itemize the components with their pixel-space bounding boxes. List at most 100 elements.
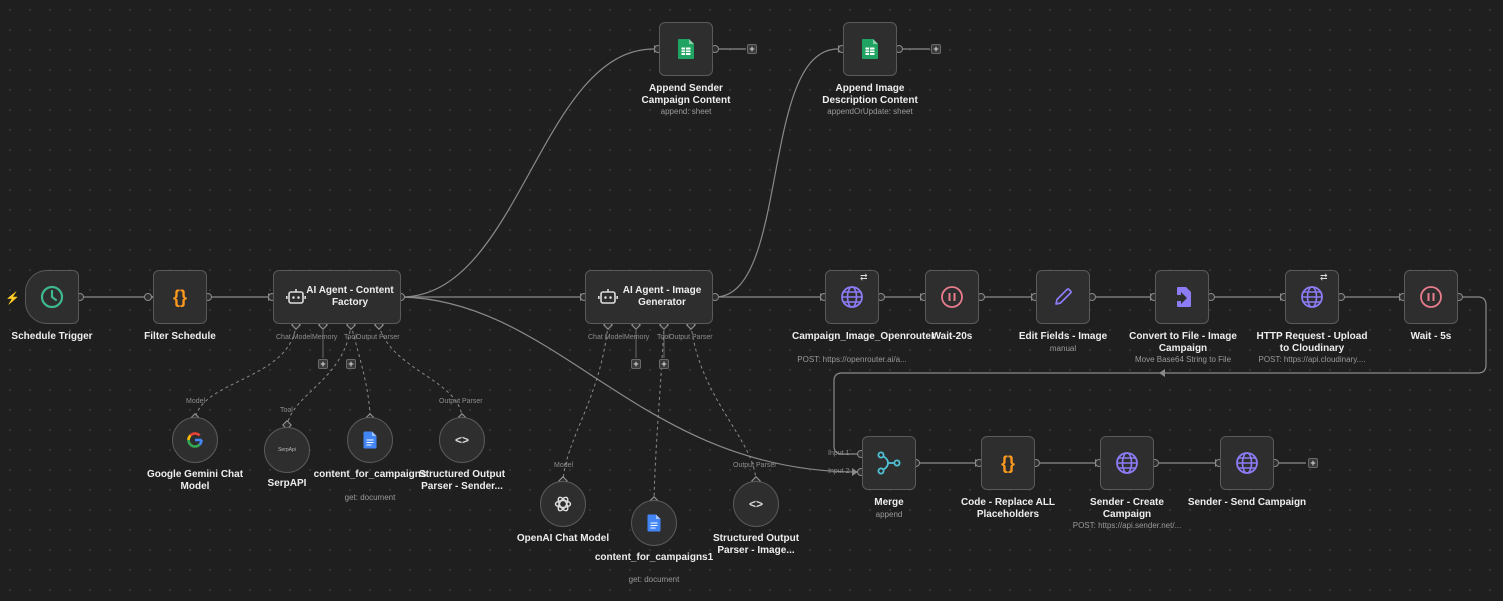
- edit-fields-image-subtitle: manual: [1049, 344, 1077, 353]
- structured-output-parser-sender-node[interactable]: <>: [439, 417, 485, 463]
- google-sheets-icon: [678, 39, 694, 59]
- ai-agent-content-factory-label: AI Agent - Content Factory: [306, 285, 394, 308]
- openai-logo-icon: [554, 496, 572, 512]
- merge-input-1-label: Input 1: [828, 450, 850, 457]
- wait-5s-node[interactable]: [1404, 270, 1458, 324]
- conn-label-tool: Tool: [280, 407, 293, 414]
- structured-output-parser-sender-label: Structured Output Parser - Sender...: [418, 469, 506, 492]
- structured-output-parser-image-node[interactable]: <>: [733, 481, 779, 527]
- globe-icon: [841, 286, 863, 308]
- campaign-image-openrouter-label: Campaign_Image_Openrouter: [792, 331, 935, 342]
- wait-20s-node[interactable]: [925, 270, 979, 324]
- pause-icon: [941, 286, 963, 308]
- code-tag-icon: <>: [454, 433, 469, 447]
- sender-create-campaign-node[interactable]: [1100, 436, 1154, 490]
- serpapi-logo-icon: SerpApi: [278, 447, 296, 453]
- loop-arrows-icon: ⇄: [860, 272, 868, 282]
- append-image-description-label: Append Image Description Content: [822, 83, 918, 106]
- content-for-campaigns1-node[interactable]: [631, 500, 677, 546]
- merge-label: Merge: [874, 497, 904, 508]
- add-tool-button[interactable]: +: [346, 359, 356, 369]
- google-gemini-chat-model-node[interactable]: [172, 417, 218, 463]
- wait-5s-label: Wait - 5s: [1410, 331, 1452, 342]
- structured-output-parser-image-label: Structured Output Parser - Image...: [712, 533, 800, 556]
- port-label-chat-model: Chat Model: [588, 334, 624, 341]
- add-node-after-append-sender-button[interactable]: +: [747, 44, 757, 54]
- sender-send-campaign-label: Sender - Send Campaign: [1187, 497, 1307, 508]
- http-request-cloudinary-subtitle: POST: https://api.cloudinary....: [1258, 355, 1366, 364]
- edge-gemini-model: [194, 324, 297, 421]
- merge-node[interactable]: [862, 436, 916, 490]
- google-g-icon: [187, 432, 203, 448]
- conn-label-model: Model: [186, 398, 206, 405]
- google-docs-icon: [363, 431, 377, 449]
- schedule-trigger-label: Schedule Trigger: [11, 331, 93, 342]
- port-label-output-parser: Output Parser: [669, 334, 713, 341]
- edge-parser1-output: [378, 324, 463, 419]
- serpapi-node[interactable]: SerpApi: [264, 427, 310, 473]
- edge-openai-model: [562, 324, 609, 483]
- conn-label-model: Model: [554, 462, 574, 469]
- convert-to-file-label: Convert to File - Image Campaign: [1129, 331, 1237, 354]
- campaign-image-openrouter-node[interactable]: [825, 270, 879, 324]
- port-label-tool: Tool: [657, 334, 670, 341]
- sender-send-campaign-node[interactable]: [1220, 436, 1274, 490]
- ai-agent-content-factory-node[interactable]: AI Agent - Content Factory: [273, 270, 401, 324]
- http-request-cloudinary-node[interactable]: [1285, 270, 1339, 324]
- openai-chat-model-node[interactable]: [540, 481, 586, 527]
- add-node-after-send-button[interactable]: +: [1308, 458, 1318, 468]
- code-braces-icon: {}: [172, 286, 187, 307]
- trigger-bolt-icon: ⚡: [5, 291, 20, 305]
- google-gemini-chat-model-label: Google Gemini Chat Model: [146, 469, 244, 492]
- content-for-campaigns1-label: content_for_campaigns1: [594, 552, 714, 563]
- content-for-campaigns1-subtitle: get: document: [628, 575, 680, 584]
- file-import-icon: [1172, 287, 1191, 307]
- globe-icon: [1301, 286, 1323, 308]
- port-label-memory: Memory: [624, 334, 650, 341]
- edge-agent1-merge: [400, 296, 859, 473]
- port-label-output-parser: Output Parser: [356, 334, 400, 341]
- add-tool-button[interactable]: +: [659, 359, 669, 369]
- serpapi-label: SerpAPI: [267, 478, 307, 489]
- add-node-after-append-image-button[interactable]: +: [931, 44, 941, 54]
- append-image-description-subtitle: appendOrUpdate: sheet: [827, 107, 913, 116]
- ai-agent-image-generator-label: AI Agent - Image Generator: [622, 285, 702, 308]
- append-sender-campaign-subtitle: append: sheet: [660, 107, 712, 116]
- code-replace-placeholders-node[interactable]: {}: [981, 436, 1035, 490]
- filter-schedule-node[interactable]: {}: [153, 270, 207, 324]
- content-for-campaigns-node[interactable]: [347, 417, 393, 463]
- filter-schedule-label: Filter Schedule: [144, 331, 216, 342]
- globe-icon: [1236, 452, 1258, 474]
- append-sender-campaign-node[interactable]: [659, 22, 713, 76]
- append-image-description-node[interactable]: [843, 22, 897, 76]
- code-tag-icon: <>: [748, 497, 763, 511]
- robot-icon: [598, 289, 618, 304]
- port-label-chat-model: Chat Model: [276, 334, 312, 341]
- google-sheets-icon: [862, 39, 878, 59]
- edit-fields-image-label: Edit Fields - Image: [1018, 331, 1108, 342]
- port-label-memory: Memory: [312, 334, 338, 341]
- add-memory-button[interactable]: +: [318, 359, 328, 369]
- globe-icon: [1116, 452, 1138, 474]
- edge-agent1-append-sender: [400, 48, 655, 298]
- schedule-trigger-node[interactable]: [25, 270, 79, 324]
- edge-doc2-tool: [653, 324, 665, 503]
- add-memory-button[interactable]: +: [631, 359, 641, 369]
- campaign-image-openrouter-subtitle: POST: https://openrouter.ai/a...: [797, 355, 907, 364]
- pencil-icon: [1055, 288, 1072, 305]
- ai-agent-image-generator-node[interactable]: AI Agent - Image Generator: [585, 270, 713, 324]
- edge-agent2-append-image: [714, 48, 839, 298]
- loop-arrows-icon: ⇄: [1320, 272, 1328, 282]
- convert-to-file-node[interactable]: [1155, 270, 1209, 324]
- edge-parser2-output: [690, 324, 757, 483]
- openai-chat-model-label: OpenAI Chat Model: [516, 533, 610, 544]
- code-replace-placeholders-label: Code - Replace ALL Placeholders: [960, 497, 1056, 520]
- edit-fields-image-node[interactable]: [1036, 270, 1090, 324]
- sender-create-campaign-label: Sender - Create Campaign: [1090, 497, 1164, 520]
- google-docs-icon: [647, 514, 661, 532]
- code-braces-icon: {}: [1000, 452, 1015, 473]
- append-sender-campaign-label: Append Sender Campaign Content: [641, 83, 731, 106]
- clock-icon: [40, 285, 64, 309]
- sender-create-campaign-subtitle: POST: https://api.sender.net/...: [1072, 521, 1182, 530]
- conn-label-output-parser: Output Parser: [439, 398, 483, 405]
